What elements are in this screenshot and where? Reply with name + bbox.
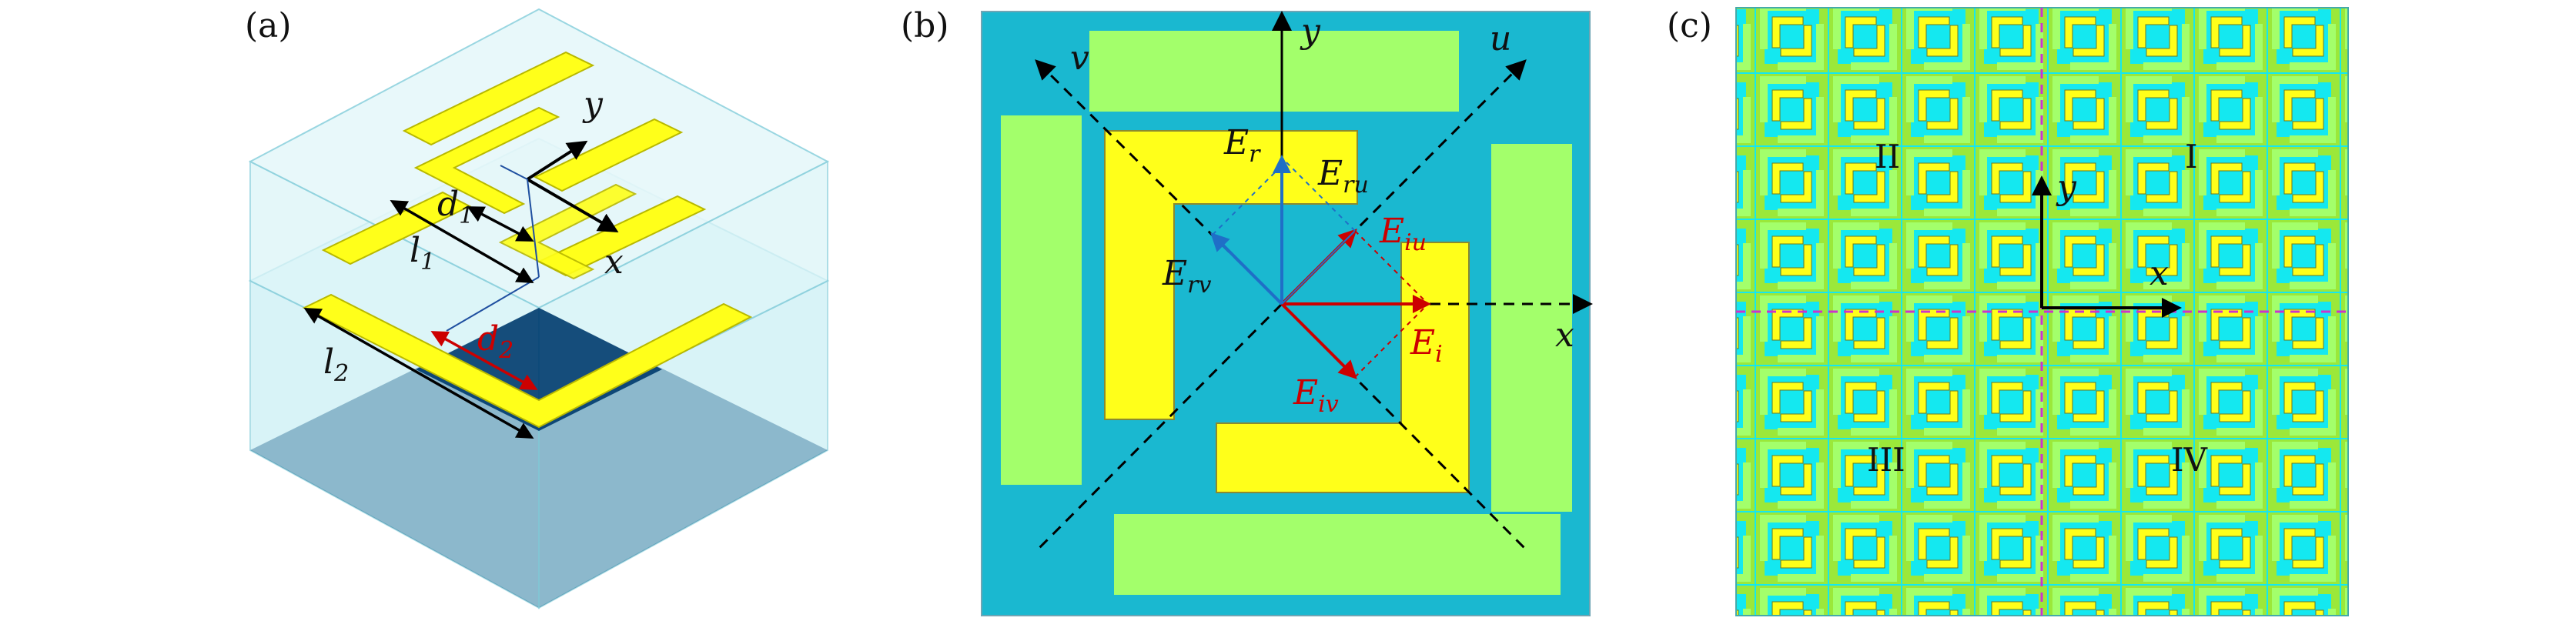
a-y-axis: [526, 140, 588, 181]
v-axis-neg: [1038, 302, 1283, 549]
yellow-bracket-upper-left: [1104, 130, 1358, 420]
quadrant-IV: IV: [2171, 441, 2208, 479]
l1-label: l1: [410, 231, 435, 275]
Ei-guide-2: [1354, 230, 1429, 305]
Ei-label: Ei: [1410, 323, 1443, 368]
green-strip-right: [1491, 144, 1572, 512]
d1-label: d1: [437, 185, 473, 229]
top-strip-1: [402, 51, 595, 146]
green-strip-bottom: [1114, 514, 1561, 595]
Ei-guide-1: [1354, 303, 1429, 378]
l1-dimension: [390, 199, 534, 284]
panel-a: (a) y x l1 d1: [245, 6, 830, 609]
c-x-label: x: [2149, 254, 2169, 293]
panel-a-label: (a): [245, 6, 292, 45]
Er-guide-2: [1281, 157, 1356, 232]
a-x-axis: [526, 178, 619, 233]
a-x-label: x: [604, 242, 624, 282]
Er-label: Er: [1223, 123, 1261, 168]
b-v-label: v: [1070, 38, 1089, 78]
b-y-label: y: [1300, 12, 1321, 51]
Eiv-arrow: [1280, 302, 1357, 379]
b-u-label: u: [1490, 19, 1511, 58]
top-bracket-2: [498, 183, 637, 280]
Er-guide-1: [1212, 165, 1283, 235]
Erv-arrow: [1210, 232, 1283, 305]
d2-dimension: [430, 331, 538, 390]
Eiu-label: Eiu: [1379, 212, 1427, 256]
quadrant-II: II: [1875, 138, 1900, 175]
l2-label: l2: [323, 342, 349, 387]
panel-b-label: (b): [901, 6, 949, 45]
d2-label: d2: [477, 319, 514, 364]
top-strip-2: [533, 118, 684, 192]
Eiv-label: Eiv: [1293, 373, 1339, 418]
l2-dimension: [303, 308, 534, 439]
c-y-label: y: [2056, 168, 2077, 207]
panel-b: (b) y x u v Er Eru Eiu: [901, 6, 1593, 616]
b-x-label: x: [1555, 316, 1574, 355]
quadrant-I: I: [2185, 138, 2198, 175]
green-strip-top: [1089, 31, 1459, 112]
Eru-arrow: [1281, 230, 1356, 305]
a-y-label: y: [582, 85, 604, 124]
d1-dimension: [467, 206, 534, 242]
Erv-label: Erv: [1162, 254, 1211, 299]
green-strip-left: [1001, 115, 1082, 485]
Eru-label: Eru: [1317, 154, 1369, 199]
a-guide-3: [500, 165, 528, 180]
panel-c-label: (c): [1667, 6, 1712, 45]
panel-c: (c) y x I II III IV: [1667, 6, 2349, 616]
quadrant-III: III: [1867, 441, 1905, 479]
